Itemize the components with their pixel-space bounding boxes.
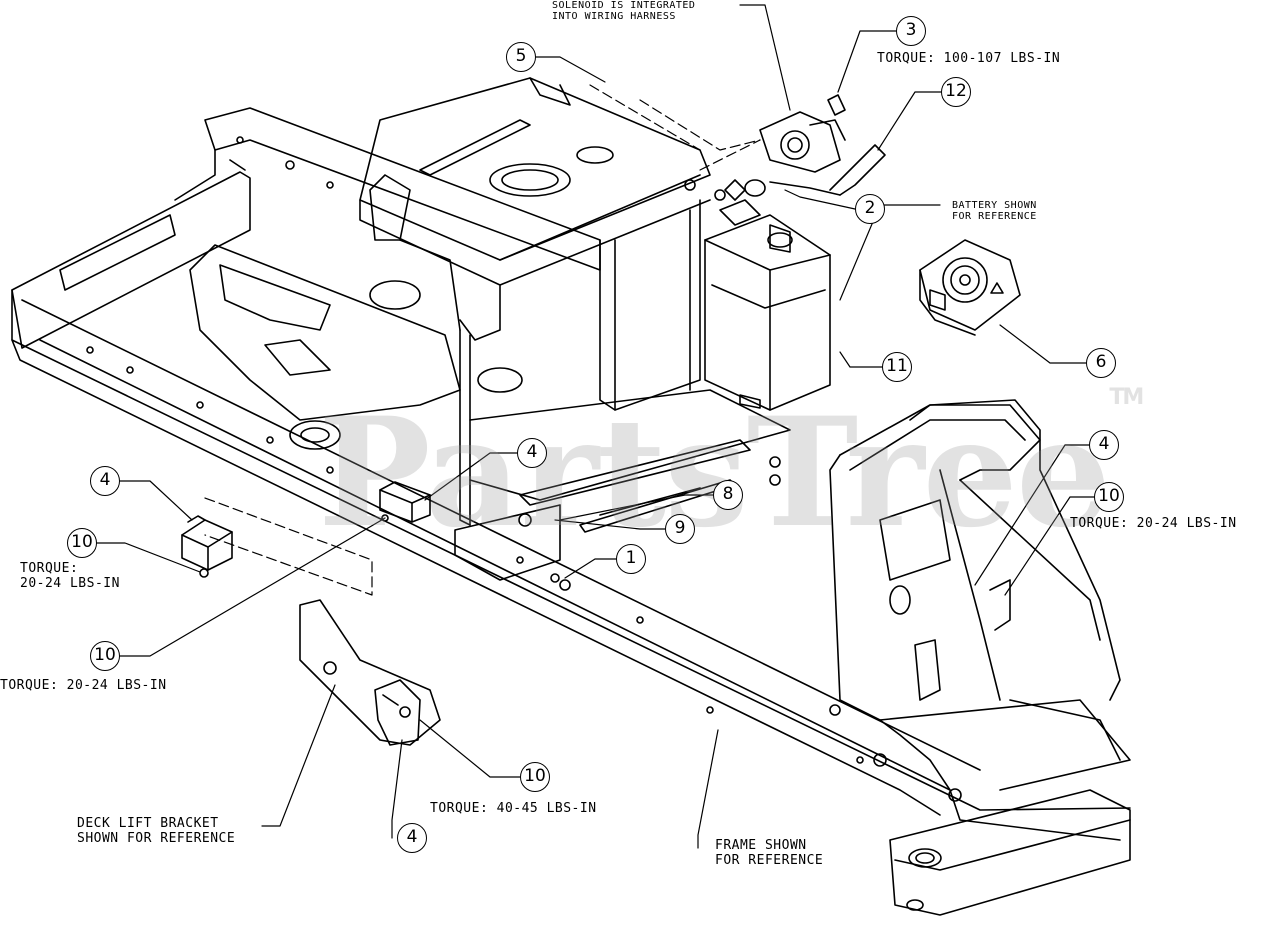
torque-note-part10-right: TORQUE: 20-24 LBS-IN [1070, 516, 1237, 531]
callout-4-right: 4 [1089, 430, 1119, 460]
ignition-switch [919, 239, 1021, 336]
callout-1: 1 [616, 544, 646, 574]
callout-10-mid: 10 [90, 641, 120, 671]
callout-5: 5 [506, 42, 536, 72]
watermark-text: PartsTree [318, 385, 1111, 561]
interlock-switch-mid [379, 481, 431, 523]
leader-lines [96, 4, 1095, 849]
callout-4-left: 4 [90, 466, 120, 496]
watermark: PartsTreeTM [318, 385, 1144, 561]
reference-outlines [204, 84, 761, 596]
callout-8: 8 [713, 480, 743, 510]
seat-bracket [359, 77, 711, 411]
callout-11: 11 [882, 352, 912, 382]
torque-note-part10-bottom: TORQUE: 40-45 LBS-IN [430, 801, 597, 816]
torque-note-part3: TORQUE: 100-107 LBS-IN [877, 51, 1061, 66]
callout-9: 9 [665, 514, 695, 544]
callout-4-bottom: 4 [397, 823, 427, 853]
deck-lift-note: DECK LIFT BRACKET SHOWN FOR REFERENCE [77, 816, 236, 846]
callout-10-left: 10 [67, 528, 97, 558]
callout-6: 6 [1086, 348, 1116, 378]
callout-2: 2 [855, 194, 885, 224]
deck-lift-bracket [299, 599, 441, 746]
frame-note: FRAME SHOWN FOR REFERENCE [715, 838, 824, 868]
fasteners [518, 179, 962, 802]
battery [704, 199, 831, 411]
solenoid-note: SOLENOID IS INTEGRATED INTO WIRING HARNE… [552, 0, 696, 22]
callout-12: 12 [941, 77, 971, 107]
trademark-mark: TM [1109, 385, 1144, 410]
torque-note-part10-left: TORQUE: 20-24 LBS-IN [20, 561, 120, 591]
right-frame [829, 399, 1131, 791]
callout-3: 3 [896, 16, 926, 46]
left-frame-rail [11, 171, 1131, 841]
battery-cable [744, 144, 886, 197]
torque-note-part10-mid: TORQUE: 20-24 LBS-IN [0, 678, 167, 693]
battery-note: BATTERY SHOWN FOR REFERENCE [952, 200, 1037, 222]
callout-10-bottom: 10 [520, 762, 550, 792]
front-cross-member [889, 789, 1131, 916]
pedal-plate [189, 174, 523, 450]
callout-10-right: 10 [1094, 482, 1124, 512]
callout-4-mid: 4 [517, 438, 547, 468]
